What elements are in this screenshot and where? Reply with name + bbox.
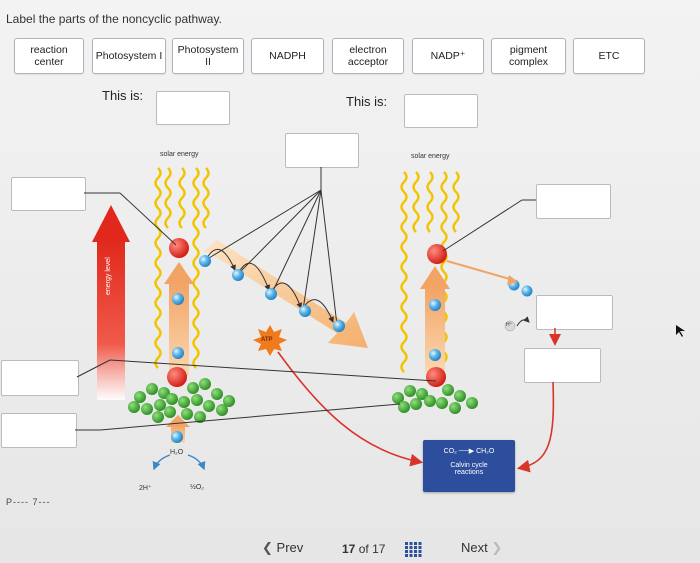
drop-target-left-arrow[interactable] <box>11 177 86 211</box>
drop-target-left-middle[interactable] <box>1 360 79 396</box>
chevron-right-icon: ❯ <box>491 540 503 555</box>
ch2o-label: CH₂O <box>476 448 495 455</box>
h2o-label: H₂O <box>170 449 184 456</box>
half-o2-label: ½O₂ <box>190 484 204 491</box>
electron-acceptor-lines <box>208 167 338 326</box>
solar-energy-label-left: solar energy <box>160 151 199 158</box>
reaction-center-top-right <box>427 244 447 264</box>
calvin-cycle-label: Calvin cycle reactions <box>450 462 488 476</box>
drop-target-right-middle[interactable] <box>536 295 613 330</box>
footer-truncated-text: P---- 7--- <box>6 497 51 507</box>
drop-target-right-top[interactable] <box>536 184 611 219</box>
prev-label: Prev <box>276 540 304 555</box>
energy-level-arrow <box>92 205 130 400</box>
question-prompt: Label the parts of the noncyclic pathway… <box>6 12 222 26</box>
energy-level-label: energy level <box>105 257 112 295</box>
mouse-cursor-icon <box>676 325 685 337</box>
electron-hop-arrows <box>206 248 334 323</box>
prev-button[interactable]: ❮ Prev <box>262 540 303 556</box>
drop-target-left-lower[interactable] <box>1 413 77 448</box>
h-plus-label: H⁺ <box>506 322 513 328</box>
nadp-arrow-head <box>507 275 518 285</box>
chip-nadph[interactable]: NADPH <box>251 38 324 74</box>
chevron-left-icon: ❮ <box>262 540 273 555</box>
this-is-label-left: This is: <box>102 88 144 103</box>
chip-etc[interactable]: ETC <box>573 38 645 74</box>
calvin-equation: CO₂ ──▶ CH₂O <box>423 447 515 455</box>
water-split-left-arrow <box>152 454 171 471</box>
atp-starburst <box>253 325 287 356</box>
question-counter: 17 of 17 <box>342 542 385 556</box>
co2-label: CO₂ <box>443 448 457 455</box>
grid-menu-icon[interactable] <box>405 542 422 557</box>
total-questions: 17 <box>372 542 386 556</box>
nadp-arrow <box>446 260 514 281</box>
solar-energy-label-right: solar energy <box>411 153 450 160</box>
chip-reaction-center[interactable]: reaction center <box>14 38 84 74</box>
next-button[interactable]: Next ❯ <box>461 540 502 556</box>
chlorophyll-cluster-right <box>392 384 478 414</box>
two-h-plus-label: 2H⁺ <box>139 485 152 492</box>
h-plus-circle <box>504 320 516 332</box>
leader-lines <box>75 192 536 431</box>
drop-target-this-is-left[interactable] <box>156 91 230 125</box>
drop-target-electron-acceptor[interactable] <box>285 133 359 168</box>
drop-target-right-lower[interactable] <box>524 348 601 383</box>
reaction-center-bottom-left <box>167 367 187 387</box>
calvin-cycle-box: CO₂ ──▶ CH₂O Calvin cycle reactions <box>423 440 515 492</box>
reaction-center-bottom-right <box>426 367 446 387</box>
counter-of: of <box>358 542 369 556</box>
current-question: 17 <box>342 542 356 556</box>
nadph-to-calvin-arrow <box>516 381 555 473</box>
atp-label: ATP <box>261 337 273 343</box>
h-plus-arrow <box>516 316 530 327</box>
equation-arrow: ──▶ <box>458 448 477 455</box>
chip-nadp-plus[interactable]: NADP⁺ <box>412 38 484 74</box>
next-label: Next <box>461 540 488 555</box>
solar-waves-right <box>400 171 460 373</box>
chip-pigment-complex[interactable]: pigment complex <box>491 38 566 74</box>
chlorophyll-cluster-left <box>128 378 235 423</box>
this-is-label-right: This is: <box>346 94 388 109</box>
chip-electron-acceptor[interactable]: electron acceptor <box>332 38 404 74</box>
chip-photosystem-1[interactable]: Photosystem I <box>92 38 166 74</box>
drop-target-this-is-right[interactable] <box>404 94 478 128</box>
chip-photosystem-2[interactable]: Photosystem II <box>172 38 244 74</box>
solar-waves-left <box>154 167 210 369</box>
water-split-right-arrow <box>187 454 206 471</box>
